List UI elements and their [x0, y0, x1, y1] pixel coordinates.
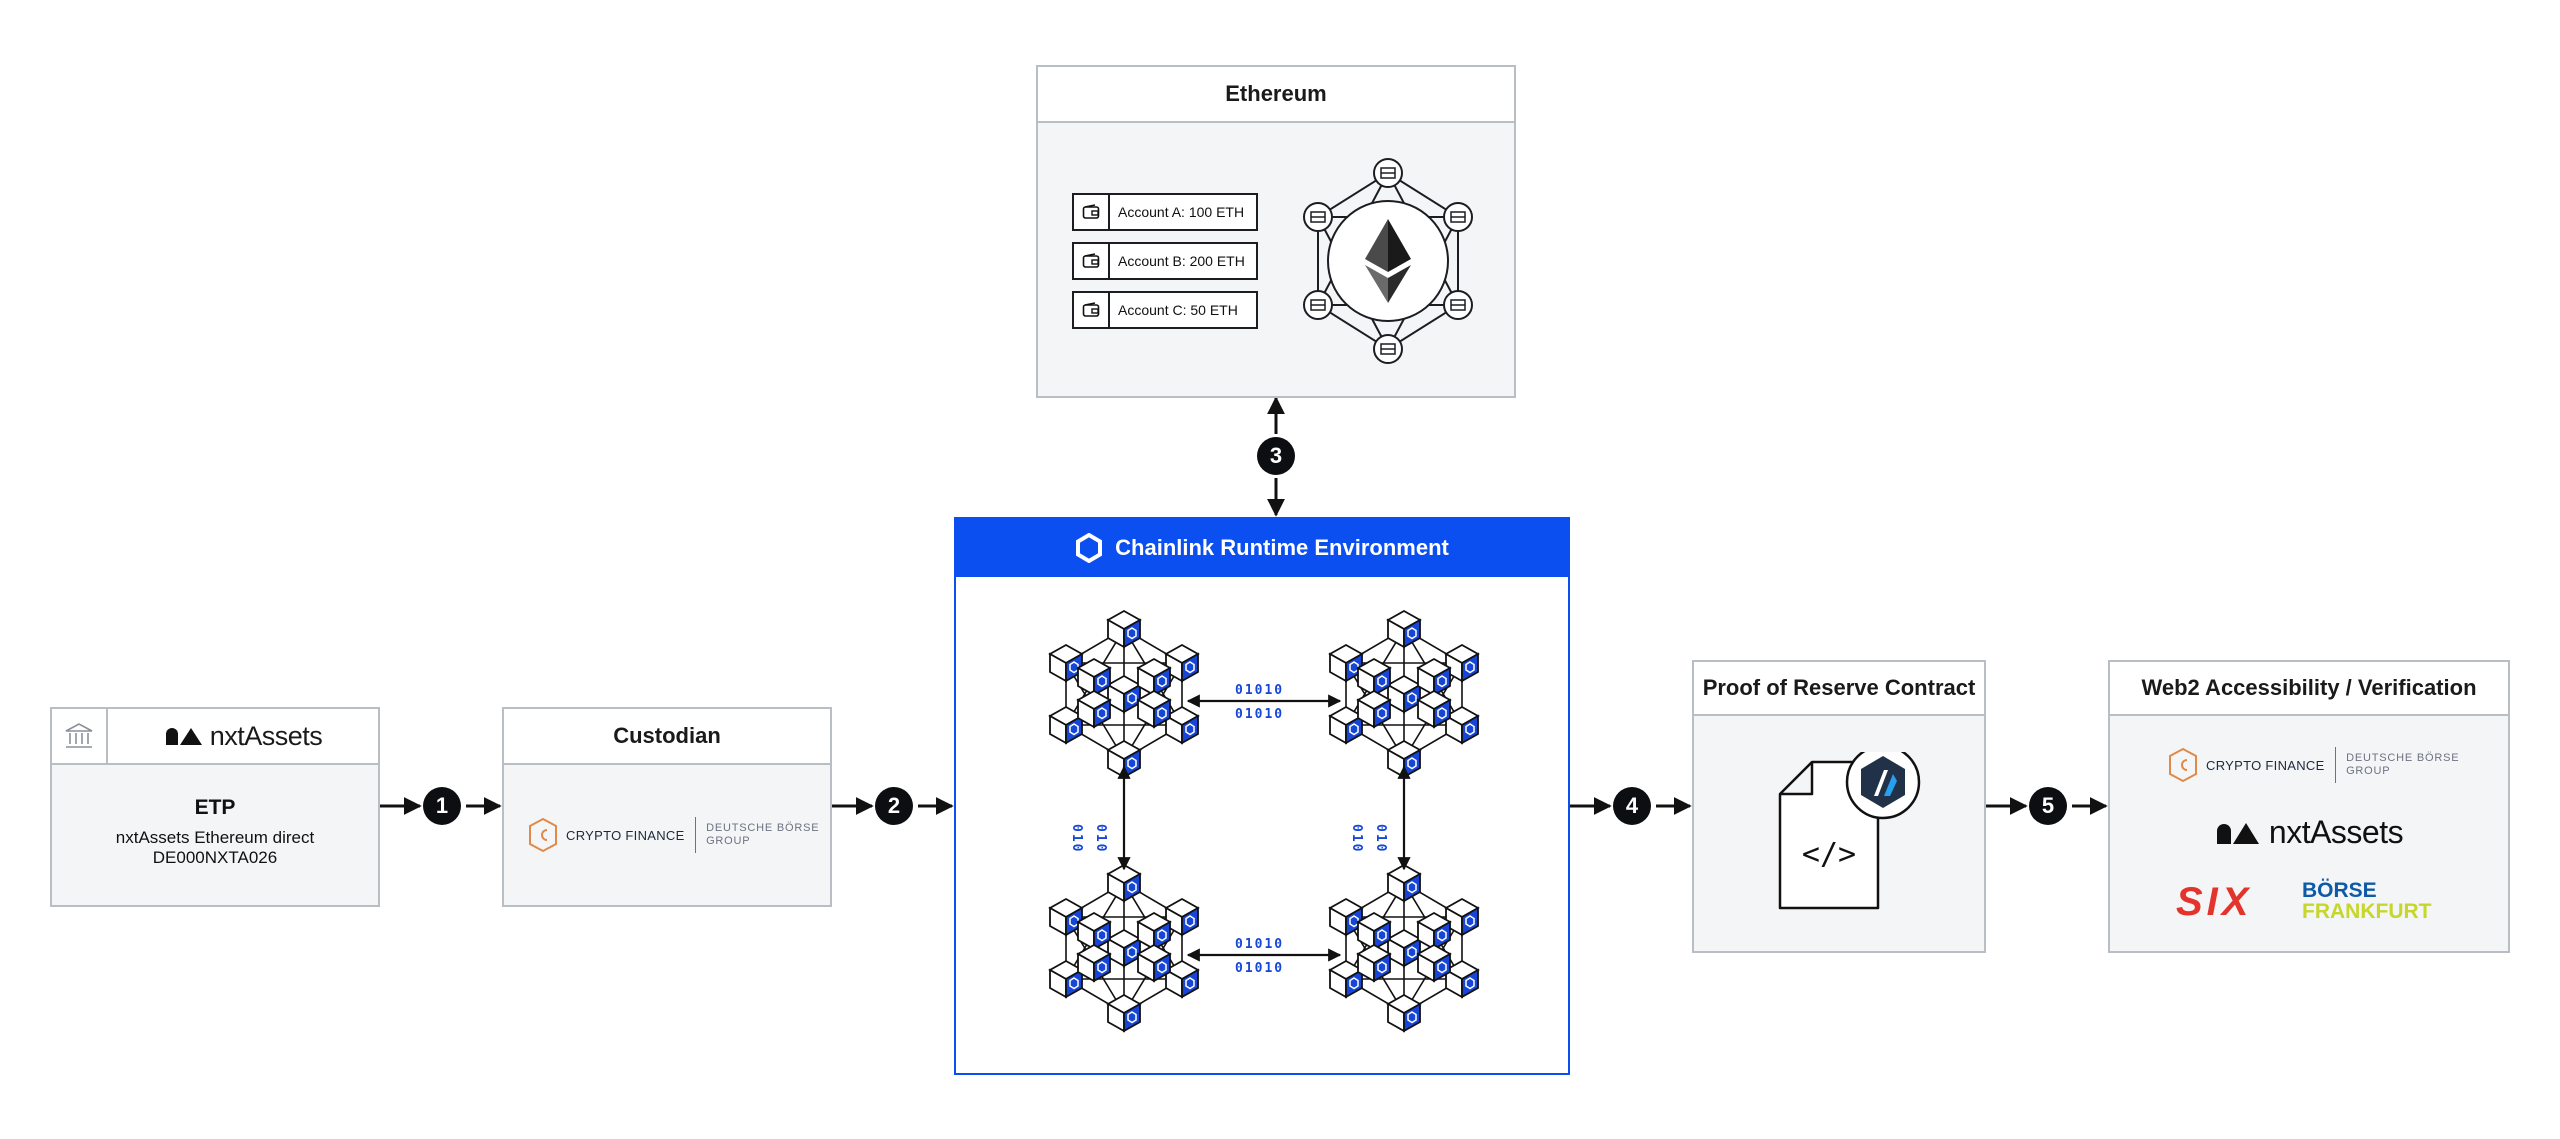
binary-label-left-1: 010 — [1069, 824, 1084, 854]
ethereum-network-graphic — [1303, 158, 1473, 364]
account-a-label: Account A: 100 ETH — [1118, 204, 1245, 220]
web2-deutsche-boerse-text: DEUTSCHE BÖRSE — [2346, 752, 2460, 764]
ethereum-box: Ethereum Account A: 100 ETH Account B: 2… — [1036, 65, 1516, 398]
cre-cluster-graphic — [956, 577, 1568, 1073]
crypto-finance-text: CRYPTO FINANCE — [566, 827, 685, 843]
web2-verification-box: Web2 Accessibility / Verification CRYPTO… — [2108, 660, 2510, 953]
step-badge-2: 2 — [875, 787, 913, 825]
binary-label-top-1: 01010 — [1235, 683, 1285, 698]
bank-icon — [52, 709, 108, 763]
web2-group-text: GROUP — [2346, 765, 2391, 777]
boerse-text: BÖRSE — [2302, 879, 2377, 902]
account-c: Account C: 50 ETH — [1072, 291, 1258, 329]
etp-box: nxtAssets ETP nxtAssets Ethereum direct … — [50, 707, 380, 907]
deutsche-boerse-text: DEUTSCHE BÖRSE — [706, 822, 820, 834]
group-text: GROUP — [706, 835, 751, 847]
custodian-title: Custodian — [504, 709, 830, 765]
ethereum-title: Ethereum — [1038, 67, 1514, 123]
ethereum-logo-icon — [1365, 219, 1411, 303]
cre-title: Chainlink Runtime Environment — [1115, 535, 1449, 560]
web2-nxtassets-text: nxtAssets — [2268, 814, 2404, 850]
etp-line2: DE000NXTA026 — [152, 848, 278, 867]
account-b: Account B: 200 ETH — [1072, 242, 1258, 280]
web2-title: Web2 Accessibility / Verification — [2110, 662, 2508, 716]
crypto-finance-logo: CRYPTO FINANCE DEUTSCHE BÖRSE GROUP — [528, 817, 819, 853]
step-badge-5: 5 — [2029, 787, 2067, 825]
nxtassets-logo-icon — [2216, 822, 2259, 844]
chainlink-hexagon-icon — [1076, 533, 1103, 563]
six-logo: SIX — [2176, 880, 2252, 925]
frankfurt-text: FRANKFURT — [2302, 900, 2432, 923]
binary-label-right-2: 010 — [1373, 824, 1388, 854]
por-title: Proof of Reserve Contract — [1694, 662, 1984, 716]
account-c-label: Account C: 50 ETH — [1118, 302, 1238, 318]
chainlink-runtime-box: Chainlink Runtime Environment — [954, 517, 1570, 1075]
etp-header: nxtAssets — [52, 709, 378, 765]
custodian-box: Custodian CRYPTO FINANCE DEUTSCHE BÖRSE … — [502, 707, 832, 907]
binary-label-bottom-2: 01010 — [1235, 961, 1285, 976]
cre-header: Chainlink Runtime Environment — [956, 519, 1568, 577]
code-icon: </> — [1802, 837, 1856, 872]
account-b-label: Account B: 200 ETH — [1118, 253, 1245, 269]
etp-brand: nxtAssets — [209, 720, 323, 751]
web2-crypto-finance-text: CRYPTO FINANCE — [2206, 757, 2325, 773]
account-a: Account A: 100 ETH — [1072, 193, 1258, 231]
etp-line1: nxtAssets Ethereum direct — [115, 828, 315, 847]
step-badge-3: 3 — [1257, 437, 1295, 475]
binary-label-bottom-1: 01010 — [1235, 937, 1285, 952]
wallet-icon — [1082, 302, 1100, 317]
crypto-finance-icon — [529, 817, 557, 853]
web2-nxtassets-logo: nxtAssets — [2110, 814, 2508, 851]
nxtassets-logo-icon — [165, 728, 202, 745]
wallet-icon — [1082, 204, 1100, 219]
etp-title: ETP — [194, 796, 236, 819]
step-badge-1: 1 — [423, 787, 461, 825]
boerse-frankfurt-logo: BÖRSE FRANKFURT — [2302, 880, 2431, 922]
six-text: SIX — [2176, 880, 2253, 924]
proof-of-reserve-box: Proof of Reserve Contract </> — [1692, 660, 1986, 953]
wallet-icon — [1082, 253, 1100, 268]
step-badge-4: 4 — [1613, 787, 1651, 825]
binary-label-top-2: 01010 — [1235, 707, 1285, 722]
binary-label-left-2: 010 — [1093, 824, 1108, 854]
binary-label-right-1: 010 — [1349, 824, 1364, 854]
crypto-finance-icon — [2169, 747, 2197, 783]
arbitrum-logo-icon — [1861, 756, 1905, 808]
web2-crypto-finance-logo: CRYPTO FINANCE DEUTSCHE BÖRSE GROUP — [2168, 747, 2459, 783]
smart-contract-graphic: </> — [1778, 752, 1921, 910]
